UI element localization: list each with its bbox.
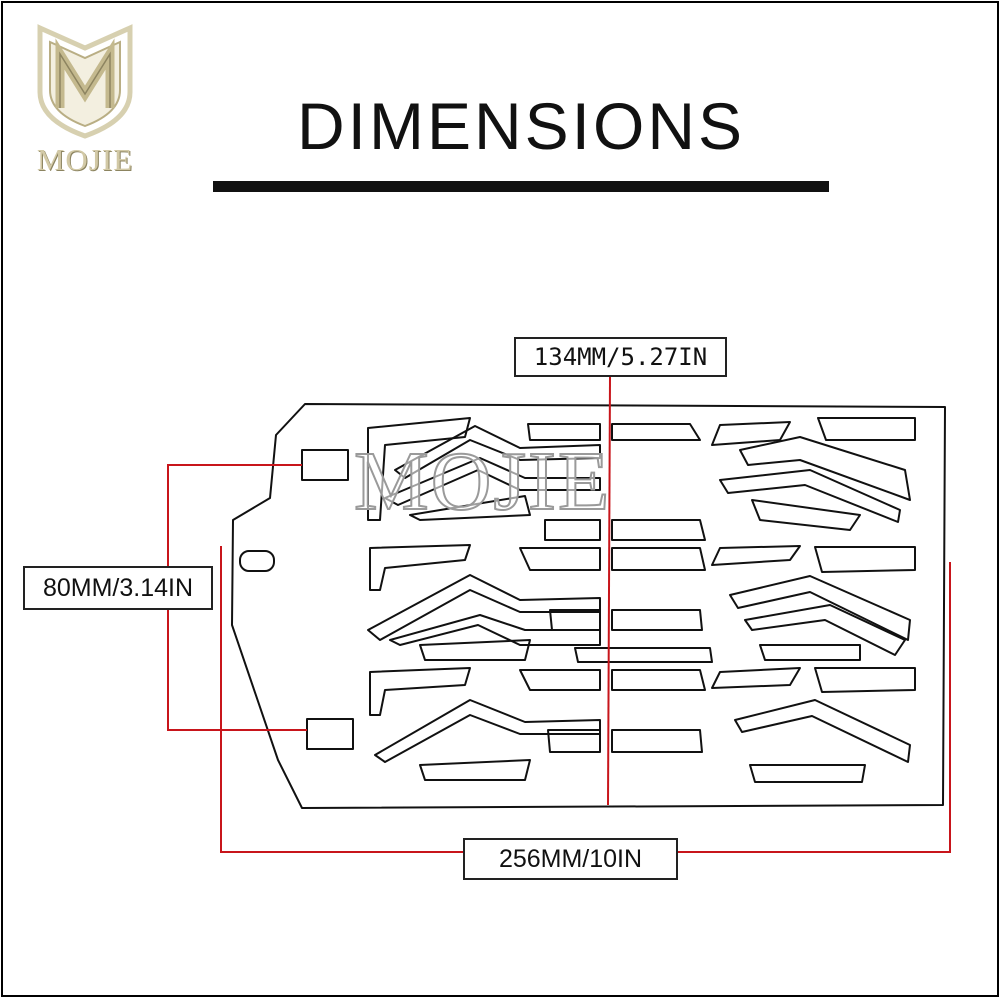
length-dimension-right [678,562,951,853]
mount-tab-top [301,449,349,481]
width-dimension-label: 134MM/5.27IN [514,337,727,377]
brand-watermark: MOJIE [353,434,612,529]
width-dimension-line [607,376,611,806]
brand-name: MOJIE [36,142,134,177]
page-title: DIMENSIONS [296,89,746,163]
guard-outline [231,403,946,809]
dimension-lines [167,376,951,853]
shield-m-icon [37,24,133,139]
grille-row-middle [367,544,916,663]
title-underline [213,181,829,192]
height-dimension-label: 80MM/3.14IN [23,566,213,610]
mount-tab-bottom [306,718,354,750]
grille-row-top [367,417,916,541]
length-dimension-left [220,546,463,853]
grille-row-bottom [369,667,916,783]
brand-logo: MOJIE [10,20,160,177]
mount-slot [239,550,275,572]
length-dimension-label: 256MM/10IN [463,838,678,880]
